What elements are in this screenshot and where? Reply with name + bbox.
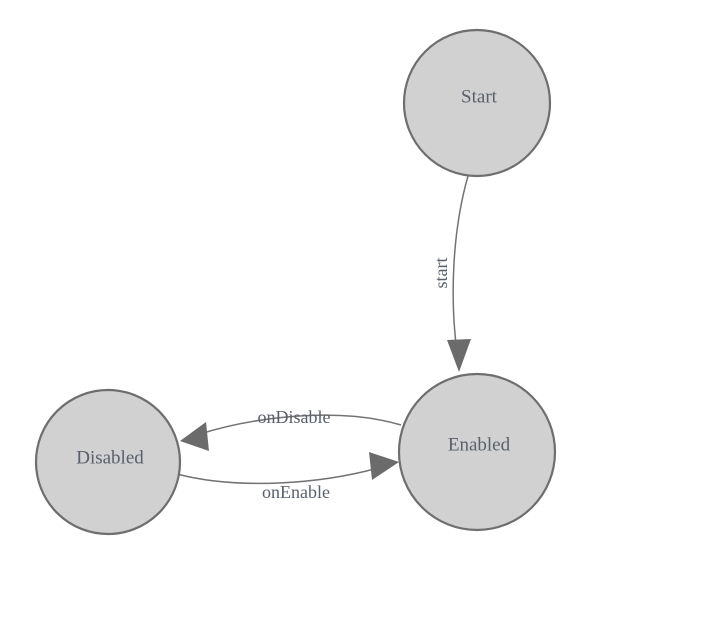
edge-start-to-enabled-arrowhead <box>447 339 471 372</box>
node-disabled-circle <box>34 388 182 536</box>
edge-enabled-to-disabled[interactable]: onDisable <box>180 407 402 451</box>
node-enabled-label: Enabled <box>448 434 511 455</box>
node-start[interactable]: Start <box>402 28 552 178</box>
node-disabled-label: Disabled <box>76 447 144 468</box>
node-enabled-circle <box>397 372 557 532</box>
edge-disabled-to-enabled-arrowhead <box>369 452 399 480</box>
edge-start-to-enabled[interactable]: start <box>431 175 471 372</box>
node-start-circle <box>402 28 552 178</box>
edge-enabled-to-disabled-path <box>199 414 402 435</box>
edge-enabled-to-disabled-arrowhead <box>180 422 209 451</box>
edge-disabled-to-enabled[interactable]: onEnable <box>176 452 399 502</box>
edge-disabled-to-enabled-label: onEnable <box>262 482 330 502</box>
node-start-label: Start <box>461 86 498 107</box>
node-enabled[interactable]: Enabled <box>397 372 557 532</box>
node-disabled[interactable]: Disabled <box>34 388 182 536</box>
edge-start-to-enabled-path <box>452 175 469 353</box>
edge-enabled-to-disabled-label: onDisable <box>258 407 331 427</box>
edge-disabled-to-enabled-path <box>176 467 379 485</box>
edge-start-to-enabled-label: start <box>431 258 451 289</box>
